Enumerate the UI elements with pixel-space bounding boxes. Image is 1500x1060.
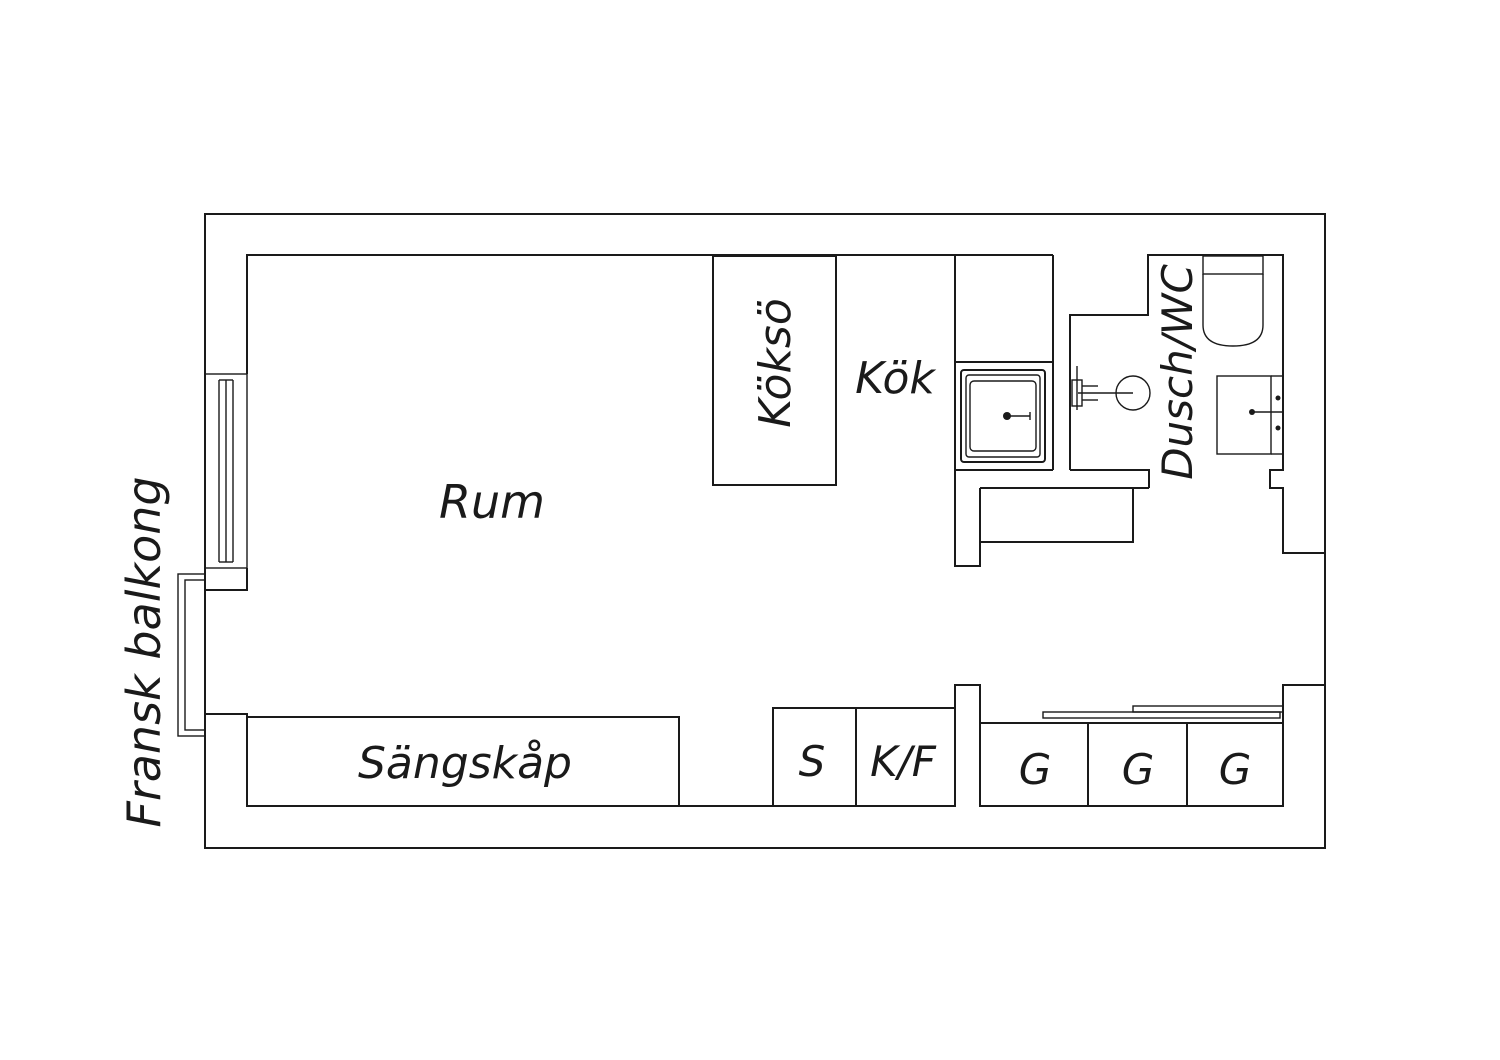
room-label: Rum bbox=[439, 475, 545, 529]
kitchen-counter bbox=[954, 255, 1149, 567]
bed-cabinet-label: Sängskåp bbox=[358, 738, 572, 789]
bathroom-label: Dusch/WC bbox=[1153, 264, 1202, 480]
bathroom-walls bbox=[1069, 254, 1325, 554]
storage-label: S bbox=[799, 737, 826, 786]
kitchen-island-label: Köksö bbox=[750, 298, 801, 428]
fridge-freezer-label: K/F bbox=[870, 737, 937, 786]
french-balcony-label: Fransk balkong bbox=[117, 476, 171, 827]
hallway-walls bbox=[954, 684, 1325, 807]
wardrobe-label: G bbox=[1019, 745, 1052, 794]
fridge-freezer bbox=[855, 707, 956, 807]
wardrobe-label: G bbox=[1219, 745, 1252, 794]
window bbox=[204, 373, 248, 569]
kitchen-label: Kök bbox=[855, 353, 936, 404]
shower bbox=[1071, 366, 1151, 411]
wardrobe-label: G bbox=[1122, 745, 1155, 794]
bed-cabinet bbox=[246, 716, 680, 807]
inner-wall-left-bottom bbox=[205, 713, 955, 807]
french-balcony-rail bbox=[177, 573, 206, 737]
kitchen-sink bbox=[960, 369, 1046, 463]
bathroom-sink bbox=[1216, 375, 1283, 455]
toilet bbox=[1202, 255, 1264, 347]
inner-wall-left-lower bbox=[205, 568, 248, 591]
kitchen-island bbox=[712, 255, 837, 486]
